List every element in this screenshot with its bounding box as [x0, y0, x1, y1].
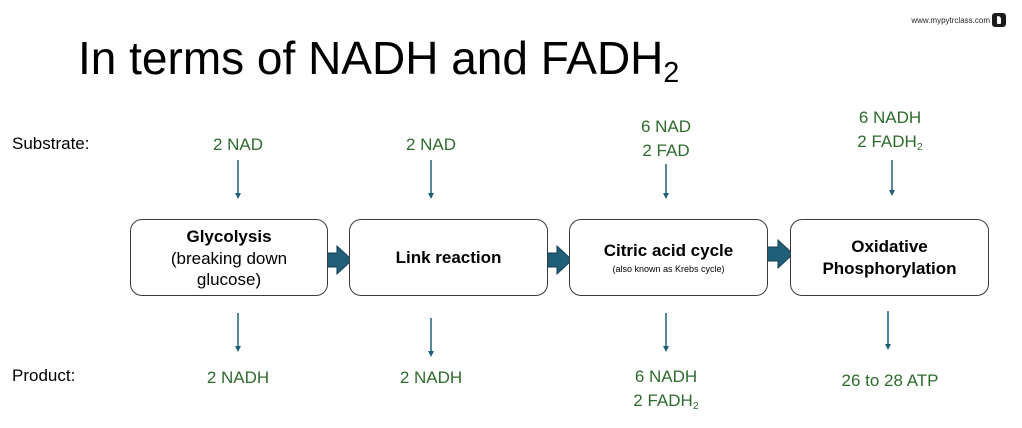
substrate-arrows — [235, 160, 895, 199]
stage-name: Link reaction — [395, 247, 502, 267]
stage-subtitle: (breaking down — [170, 248, 288, 268]
site-watermark: www.mypytrclass.com — [911, 13, 1006, 27]
product-glycolysis: 2 NADH — [206, 368, 270, 387]
product-row-label: Product: — [12, 366, 76, 385]
product-arrows — [235, 311, 891, 357]
stage-oxidative-phosphorylation: Oxidative Phosphorylation — [790, 219, 989, 296]
stage-link-reaction: Link reaction — [349, 219, 548, 296]
stage-name: Oxidative — [851, 236, 928, 256]
product-link: 2 NADH — [399, 368, 463, 387]
stage-citric-acid-cycle: Citric acid cycle (also known as Krebs c… — [569, 219, 768, 296]
page-title: In terms of NADH and FADH2 — [78, 32, 680, 89]
stage-glycolysis: Glycolysis (breaking down glucose) — [130, 219, 328, 296]
logo-icon — [992, 13, 1006, 27]
site-url: www.mypytrclass.com — [911, 15, 990, 25]
stage-name: Phosphorylation — [822, 258, 957, 278]
substrate-link: 2 NAD — [405, 135, 457, 154]
substrate-citric: 6 NAD 2 FAD — [640, 117, 692, 160]
stage-subtitle: glucose) — [196, 269, 262, 289]
stage-name: Citric acid cycle — [603, 240, 734, 260]
stage-note: (also known as Krebs cycle) — [612, 263, 725, 274]
product-oxidative: 26 to 28 ATP — [841, 371, 939, 390]
stage-name: Glycolysis — [186, 226, 272, 246]
product-citric: 6 NADH 2 FADH2 — [633, 367, 699, 412]
substrate-glycolysis: 2 NAD — [212, 135, 264, 154]
substrate-row-label: Substrate: — [12, 134, 90, 153]
substrate-oxidative: 6 NADH 2 FADH2 — [857, 108, 923, 153]
